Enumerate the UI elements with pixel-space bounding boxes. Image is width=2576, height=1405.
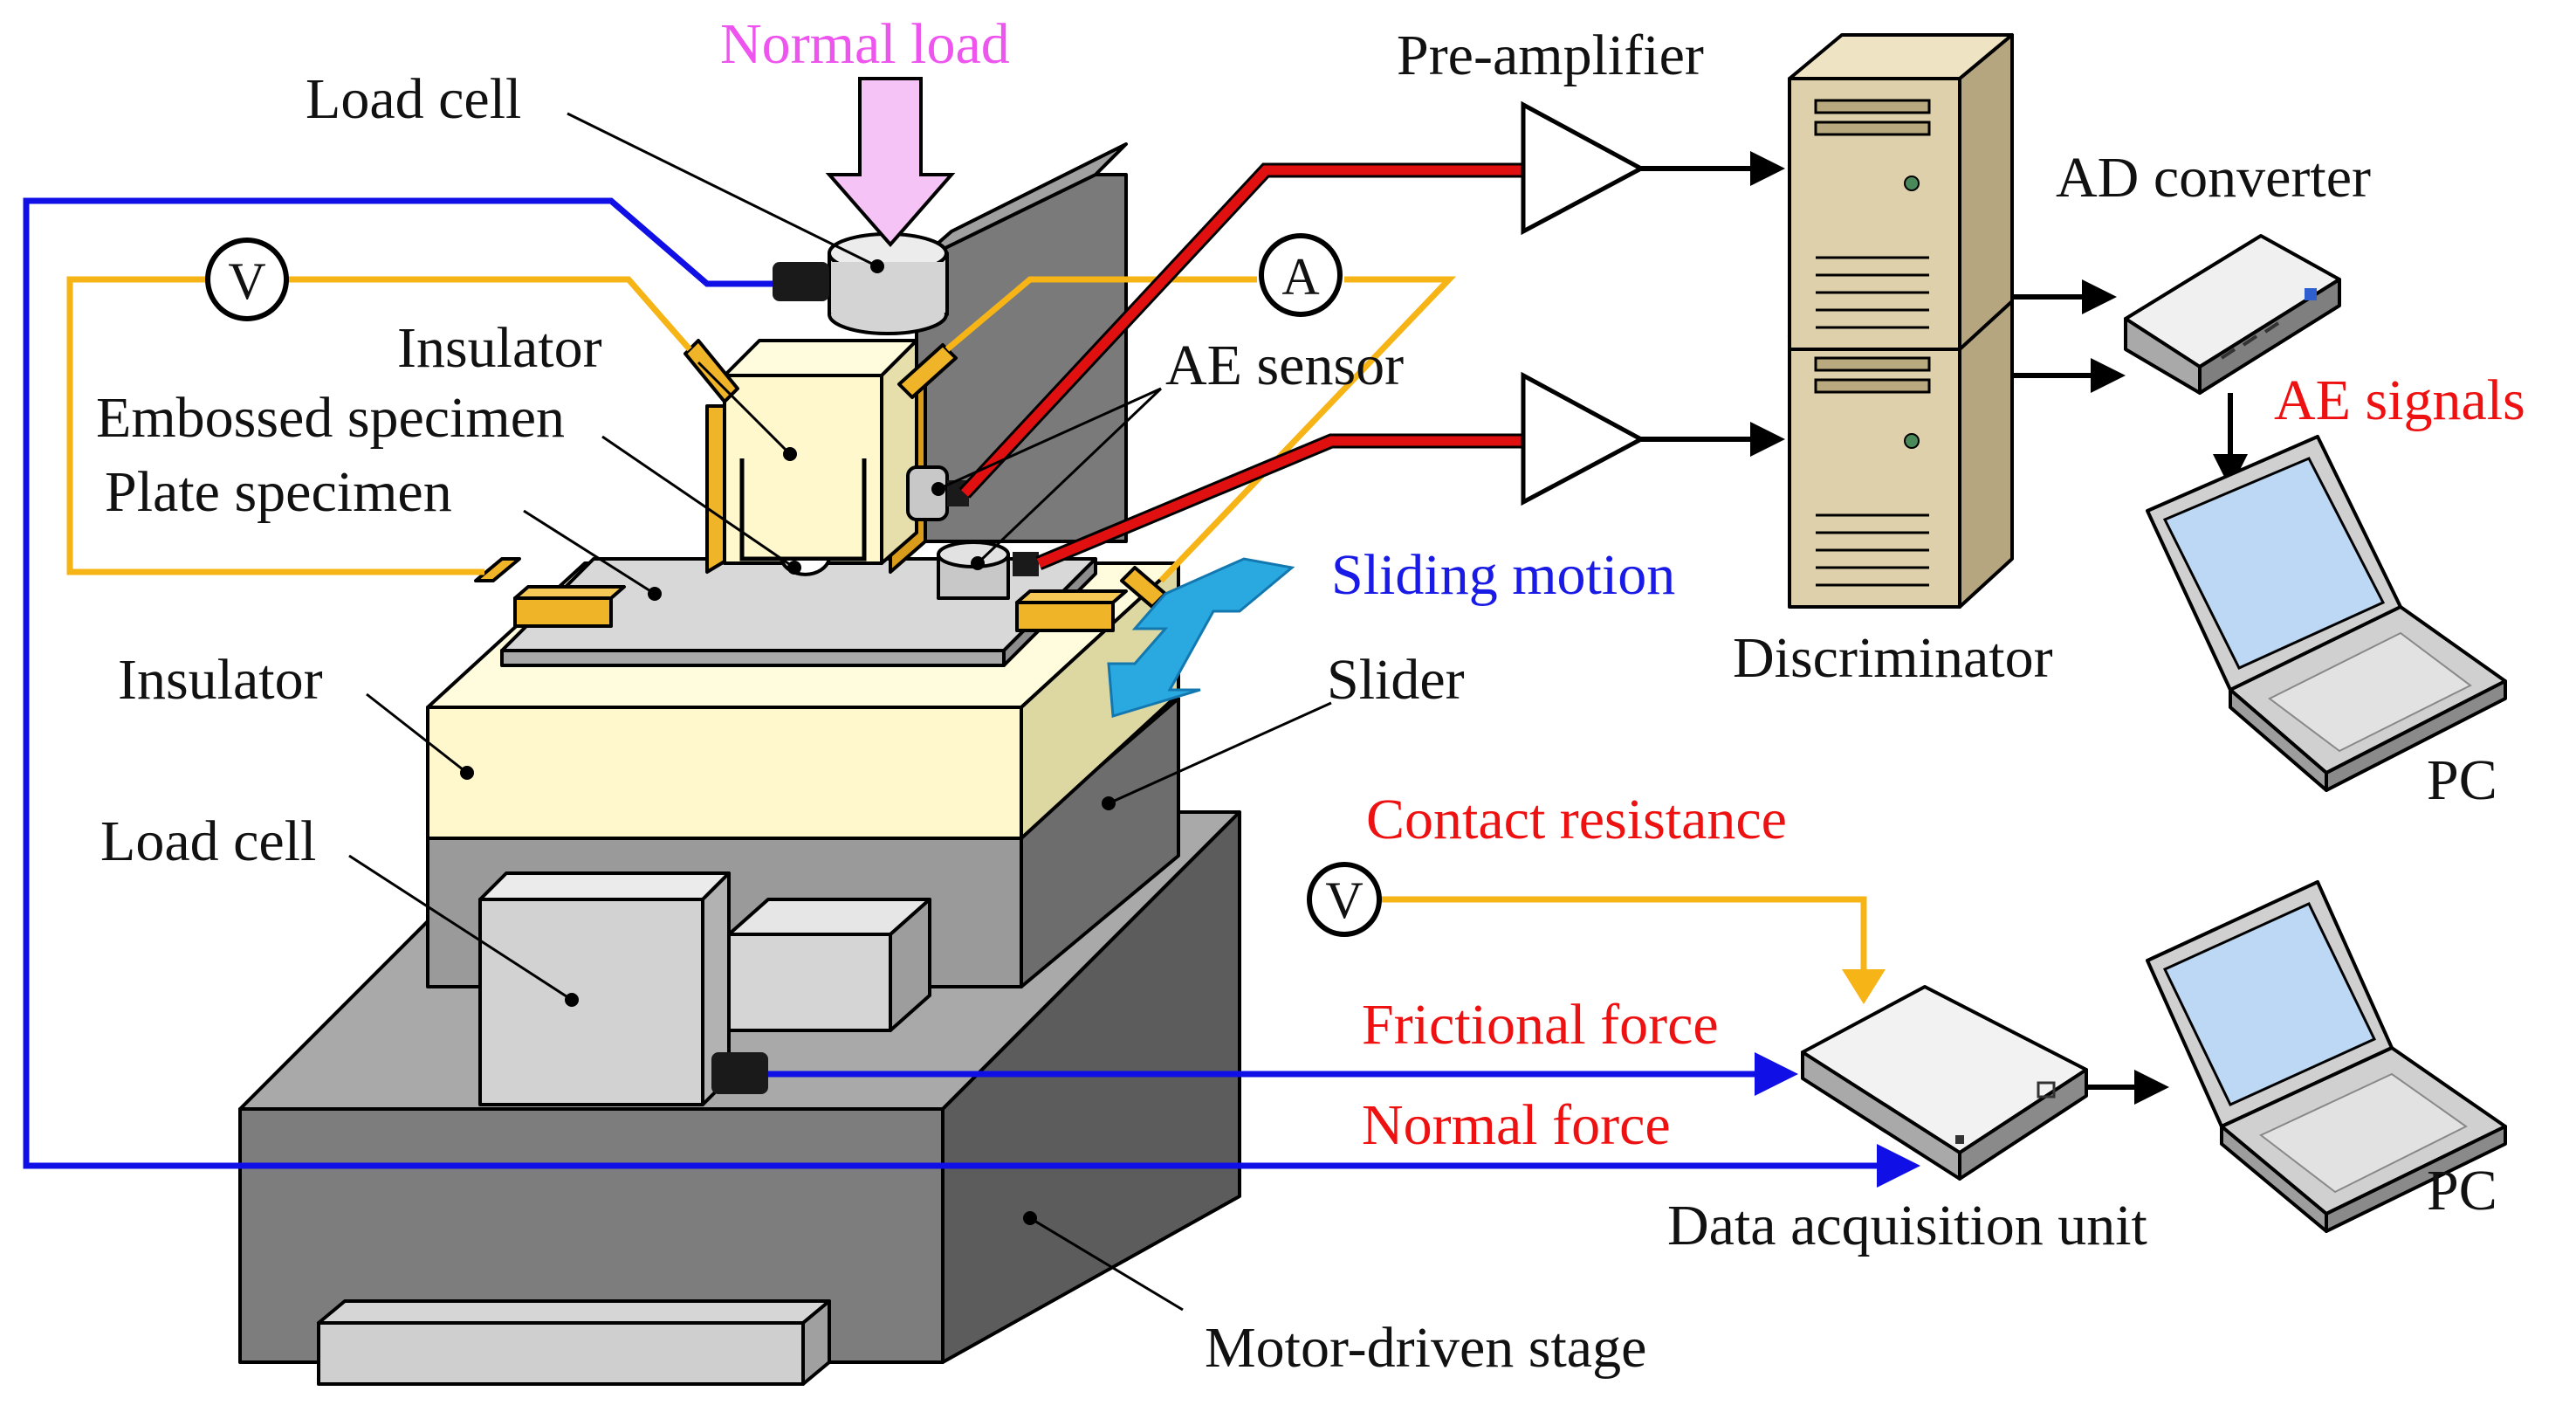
contact-resistance-arrowhead [1842,969,1886,1004]
load-cell-top-label: Load cell [306,67,521,131]
normal-force-wire [23,197,1886,1169]
ae-sensor-label: AE sensor [1165,334,1404,397]
ae-signals-label: AE signals [2274,368,2525,432]
electrode-clamp-right [1015,566,1167,632]
load-cell-top [773,232,949,335]
ammeter-symbol: A [1281,248,1319,306]
voltmeter-circuit-left [66,276,692,575]
data-acquisition-unit-icon [1801,985,2088,1181]
leader-dots [460,259,1116,1225]
insulator-top-label: Insulator [397,316,602,380]
insulator-top [705,339,927,576]
pc-bottom-laptop-icon [2146,880,2507,1233]
load-cell-top-connector [773,262,829,301]
sliding-motion-label: Sliding motion [1331,543,1675,607]
ae-sensor-1 [906,465,969,521]
frictional-force-arrowhead [1755,1052,1798,1096]
normal-load-arrow [825,77,956,248]
load-cell-bottom [478,871,768,1106]
load-cell-bottom-label: Load cell [100,809,316,873]
ad-converter-icon [2124,234,2341,395]
pre-amplifier-1-icon [1521,100,1646,236]
frictional-force-label: Frictional force [1362,993,1719,1057]
electrode-tab-top-right [897,343,958,399]
discriminator-to-ad-arrows [2012,279,2126,393]
voltmeter-left-symbol: V [228,252,265,310]
pc-top-laptop-icon [2146,435,2507,792]
insulator-bottom-label: Insulator [118,648,323,712]
embossed-specimen-label: Embossed specimen [96,386,565,450]
pc-bottom-label: PC [2427,1159,2497,1222]
electrode-tab-top-left [683,339,739,403]
voltmeter-left: V [205,238,289,321]
ad-converter-label: AD converter [2056,146,2371,210]
electrode-clamp-left [474,557,626,628]
ammeter: A [1259,233,1343,317]
ae-signal-wires [958,162,1523,570]
data-acquisition-unit-label: Data acquisition unit [1667,1194,2147,1257]
voltmeter-right-symbol: V [1325,871,1363,929]
discriminator-tower-1-icon [1788,33,2014,351]
slider-label: Slider [1327,648,1465,712]
motor-driven-stage-label: Motor-driven stage [1205,1316,1646,1380]
sliding-motion-arrow [1107,557,1295,718]
leader-lines [348,112,1332,1312]
contact-resistance-label: Contact resistance [1366,788,1787,851]
discriminator-label: Discriminator [1733,626,2053,690]
pc-top-label: PC [2427,748,2497,812]
contact-resistance-wire [1366,896,1867,974]
load-cell-bottom-connector [711,1052,768,1094]
amp-to-discriminator-arrows [1641,151,1785,457]
normal-load-label: Normal load [720,12,1010,76]
normal-force-label: Normal force [1362,1093,1671,1157]
plate-specimen-label: Plate specimen [105,460,452,524]
ad-to-pc-arrow [2213,393,2248,489]
pre-amplifier-2-icon [1521,371,1646,506]
ammeter-circuit [945,276,1457,583]
pre-amplifier-label: Pre-amplifier [1397,24,1704,87]
daq-to-pc-arrow [2086,1070,2169,1105]
back-column [915,142,1128,543]
voltmeter-right: V [1307,862,1382,937]
normal-force-arrowhead [1877,1144,1920,1188]
